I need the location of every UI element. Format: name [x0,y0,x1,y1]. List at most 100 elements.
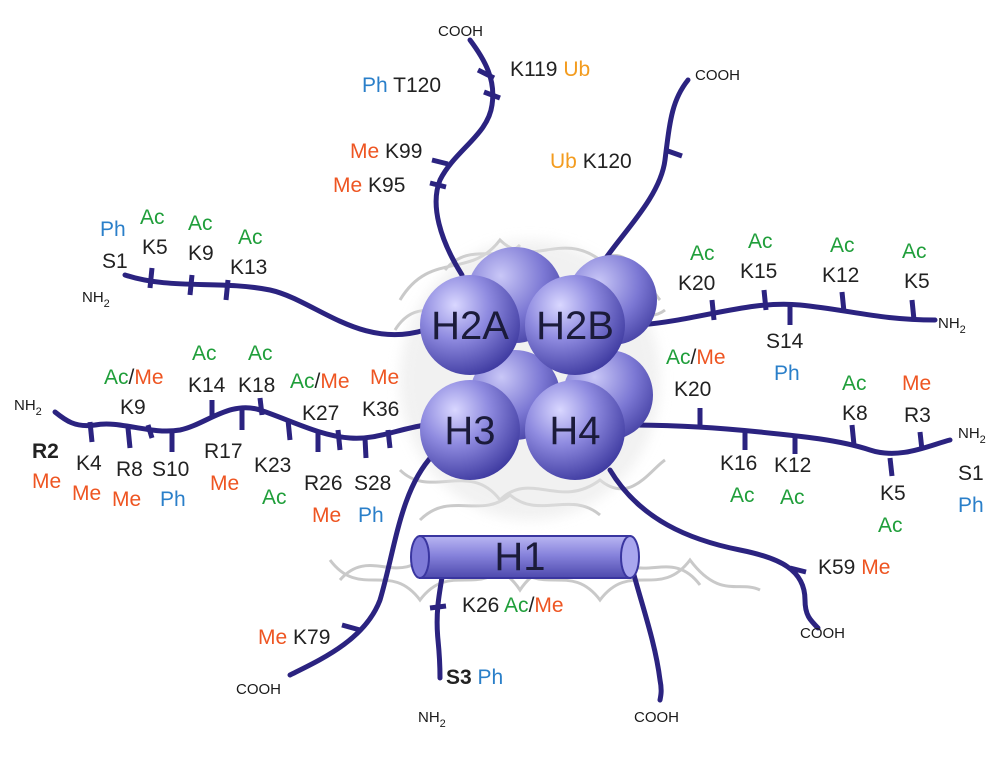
label-h3-me2: Me [32,470,61,493]
h3-c-tail [287,452,436,678]
label-h2b-ac12: Ac [830,234,855,257]
label-part: S28 [354,472,391,495]
label-part: K9 [120,396,146,419]
label-part: Ac [780,486,805,509]
label-part: R2 [32,440,59,463]
h2b-c-tail [595,77,691,273]
label-part: K120 [577,150,632,173]
label-part: K16 [720,452,757,475]
label-part: Me [112,488,141,511]
label-part: K14 [188,374,226,397]
label-h4-ac8: Ac [842,372,867,395]
label-part: R17 [204,440,243,463]
histone-h2a: H2A [420,275,520,375]
label-part: Ac [842,372,867,395]
label-h3-ac23: Ac [262,486,287,509]
h2b-nh2: NH2 [938,315,966,336]
label-part: Me [312,504,341,527]
label-part: / [691,346,697,369]
label-h4-k5: K5 [880,482,906,505]
label-part: Me [333,174,362,197]
label-part: K15 [740,260,777,283]
label-part: K79 [287,626,330,649]
label-part: Me [350,140,379,163]
label-part: Ph [472,666,504,689]
label-part: K26 [462,594,504,617]
h3-nh2: NH2 [14,397,42,418]
label-h3-me4: Me [72,482,101,505]
label-part: Me [210,472,239,495]
label-h3-me8: Me [112,488,141,511]
label-part: S14 [766,330,804,353]
label-part: K95 [362,174,405,197]
label-part: K20 [674,378,711,401]
h4-nh2: NH2 [958,425,986,446]
label-part: Me [134,366,163,389]
label-part: Ac [192,342,217,365]
label-part: Me [370,366,399,389]
histone-tails [52,37,953,703]
label-h3-ph28: Ph [358,504,384,527]
label-part: Ac [140,206,165,229]
label-h3-ph10: Ph [160,488,186,511]
label-part: Ac [262,486,287,509]
label-part: K4 [76,452,102,475]
label-part: Ub [563,58,590,81]
label-h3-k79: Me K79 [258,626,330,649]
h1-nh2: NH2 [418,709,446,730]
label-h3-k18: K18 [238,374,275,397]
label-part: S3 [446,666,472,689]
h2a-n-tail [122,272,428,338]
label-h3-me26: Me [312,504,341,527]
label-h3-r8: R8 [116,458,143,481]
label-h2b-ph14: Ph [774,362,800,385]
h2a-nh2: NH2 [82,289,110,310]
label-part: Ph [358,504,384,527]
label-h2a-ph: Ph [100,218,126,241]
label-h3-r2: R2 [32,440,59,463]
label-h2b-ac15: Ac [748,230,773,253]
label-part: K23 [254,454,291,477]
h1-cooh: COOH [634,709,679,726]
h1-label: H1 [494,535,545,579]
modification-labels: Ph T120 K119 Ub Me K99 Me K95 Ub K120 Ph… [32,58,984,689]
label-h3-k4: K4 [76,452,102,475]
label-h4-ac16: Ac [730,484,755,507]
label-part: K18 [238,374,275,397]
label-part: T120 [388,74,441,97]
label-part: K12 [822,264,859,287]
label-part: Ac [188,212,213,235]
label-h4-k8: K8 [842,402,868,425]
label-part: Me [534,594,563,617]
label-part: K59 [818,556,861,579]
h2b-cooh: COOH [695,67,740,84]
label-part: Ac [830,234,855,257]
modification-ticks [87,67,925,633]
h3-label: H3 [444,409,495,453]
label-part: Me [861,556,890,579]
label-part: Ac [238,226,263,249]
label-h4-k16: K16 [720,452,757,475]
h3-cooh: COOH [236,681,281,698]
label-h4-k12: K12 [774,454,811,477]
histone-h2b: H2B [525,275,625,375]
label-part: S10 [152,458,189,481]
label-h3-ac18: Ac [248,342,273,365]
label-h2b-ac20: Ac [690,242,715,265]
h2a-label: H2A [431,304,509,348]
label-part: / [315,370,321,393]
label-part: K13 [230,256,267,279]
label-h2a-ac5: Ac [140,206,165,229]
label-h2a-k13: K13 [230,256,267,279]
label-h2a-k95: Me K95 [333,174,405,197]
label-part: Ac [730,484,755,507]
label-part: K8 [842,402,868,425]
label-part: Me [320,370,349,393]
label-h3-s28: S28 [354,472,391,495]
label-h3-r17: R17 [204,440,243,463]
label-part: / [129,366,135,389]
label-h3-r26: R26 [304,472,343,495]
label-part: / [529,594,535,617]
label-h2b-ac5: Ac [902,240,927,263]
